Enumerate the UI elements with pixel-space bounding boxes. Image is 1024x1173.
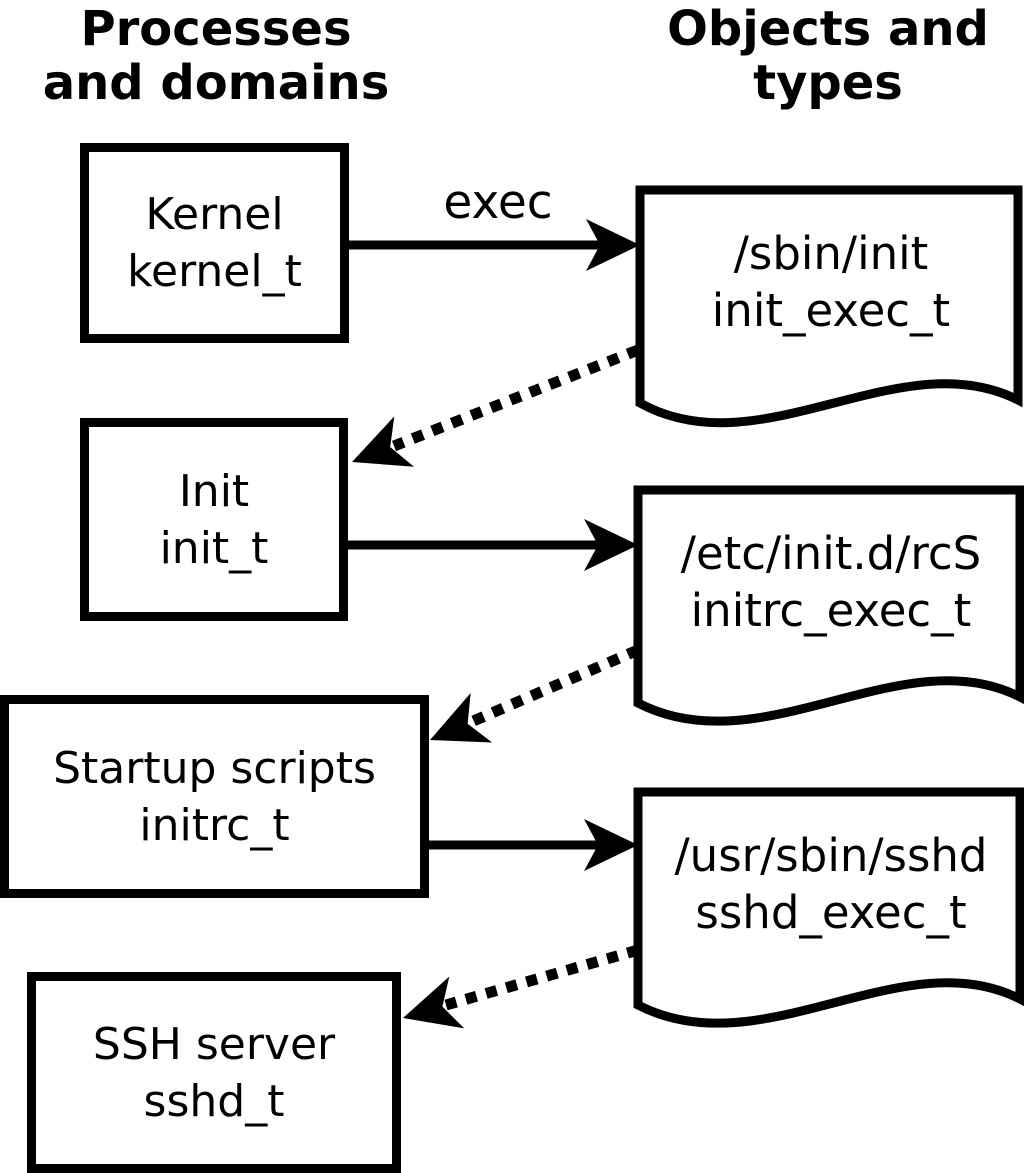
document-shape-sbin-init bbox=[635, 185, 1023, 428]
arrowhead-icon bbox=[586, 219, 640, 271]
process-name: Kernel bbox=[145, 189, 284, 240]
process-domain-type: kernel_t bbox=[127, 246, 302, 297]
edge-label-exec: exec bbox=[443, 175, 553, 230]
process-name: SSH server bbox=[92, 1018, 336, 1070]
column-header-objects: Objects and types bbox=[667, 1, 989, 111]
dotted-arrow-sshd-exec-to-sshd bbox=[403, 944, 640, 1029]
solid-arrow-init-to-rcs bbox=[347, 519, 638, 571]
arrowhead-icon bbox=[352, 416, 414, 467]
process-domain-type: init_t bbox=[159, 522, 269, 574]
solid-arrow-initrc-to-sshd bbox=[428, 819, 638, 871]
process-name: Init bbox=[178, 465, 250, 517]
dotted-arrow-rcs-to-initrc bbox=[430, 644, 641, 743]
arrowhead-icon bbox=[584, 819, 638, 871]
process-domain-type: sshd_t bbox=[143, 1075, 285, 1127]
process-domain-type: initrc_t bbox=[139, 799, 290, 851]
process-node-kernel: Kernel kernel_t bbox=[80, 143, 349, 343]
process-node-init: Init init_t bbox=[80, 418, 348, 621]
arrowhead-icon bbox=[430, 692, 493, 743]
process-name: Startup scripts bbox=[53, 742, 376, 794]
process-node-ssh-server: SSH server sshd_t bbox=[27, 972, 401, 1173]
column-header-processes: Processes and domains bbox=[42, 1, 390, 111]
document-shape-usr-sbin-sshd bbox=[633, 787, 1024, 1028]
dotted-arrow-sbin-init-to-init bbox=[352, 344, 641, 467]
arrowhead-icon bbox=[403, 976, 465, 1029]
solid-arrow-kernel-to-sbin-init bbox=[348, 219, 640, 271]
process-node-startup-scripts: Startup scripts initrc_t bbox=[0, 695, 429, 898]
document-shape-etc-initd-rcs bbox=[633, 485, 1024, 726]
arrowhead-icon bbox=[584, 519, 638, 571]
